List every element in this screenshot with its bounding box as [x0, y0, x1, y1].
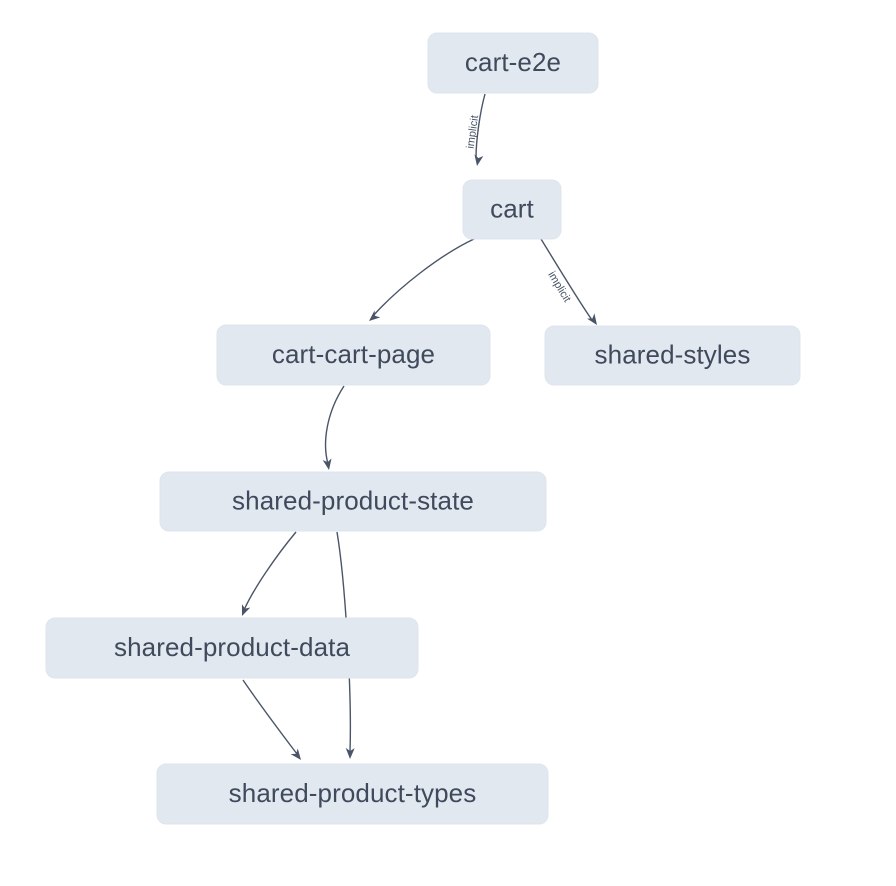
graph-node-cart[interactable]: cart	[462, 179, 562, 240]
edge-line	[243, 531, 297, 611]
edge-line	[372, 238, 475, 317]
edge-arrowhead	[241, 604, 251, 616]
node-box[interactable]	[427, 32, 599, 94]
graph-node-shared-product-types[interactable]: shared-product-types	[156, 763, 549, 825]
node-box[interactable]	[45, 617, 419, 679]
edge-shared-product-state-to-shared-product-data	[241, 531, 297, 616]
edge-arrowhead	[345, 747, 355, 759]
edge-shared-product-data-to-shared-product-types	[242, 679, 301, 760]
graph-node-cart-cart-page[interactable]: cart-cart-page	[216, 324, 491, 386]
edge-cart-to-cart-cart-page	[369, 238, 475, 321]
edge-arrowhead	[322, 458, 332, 470]
edge-cart-to-shared-styles	[540, 238, 597, 325]
edge-label-cart-e2e-to-cart: implicit	[465, 115, 482, 150]
graph-node-cart-e2e[interactable]: cart-e2e	[427, 32, 599, 94]
edges-layer	[241, 93, 597, 760]
graph-node-shared-product-state[interactable]: shared-product-state	[159, 471, 547, 532]
edge-arrowhead	[290, 748, 301, 760]
node-box[interactable]	[216, 324, 491, 386]
edge-label-cart-to-shared-styles: implicit	[545, 269, 573, 304]
edge-line	[242, 679, 298, 755]
edge-arrowhead	[474, 154, 484, 166]
edge-arrowhead	[587, 313, 597, 325]
edge-line	[324, 385, 345, 465]
edge-cart-e2e-to-cart	[474, 93, 486, 166]
graph-node-shared-styles[interactable]: shared-styles	[544, 325, 801, 386]
node-box[interactable]	[159, 471, 547, 532]
edge-arrowhead	[369, 310, 381, 321]
node-box[interactable]	[156, 763, 549, 825]
nodes-layer: cart-e2e cart cart-cart-page shared-styles s…	[45, 32, 801, 825]
edge-line	[475, 93, 486, 159]
graph-node-shared-product-data[interactable]: shared-product-data	[45, 617, 419, 679]
edge-cart-cart-page-to-shared-product-state	[322, 385, 345, 470]
node-box[interactable]	[544, 325, 801, 386]
node-box[interactable]	[462, 179, 562, 240]
edge-line	[540, 238, 593, 321]
